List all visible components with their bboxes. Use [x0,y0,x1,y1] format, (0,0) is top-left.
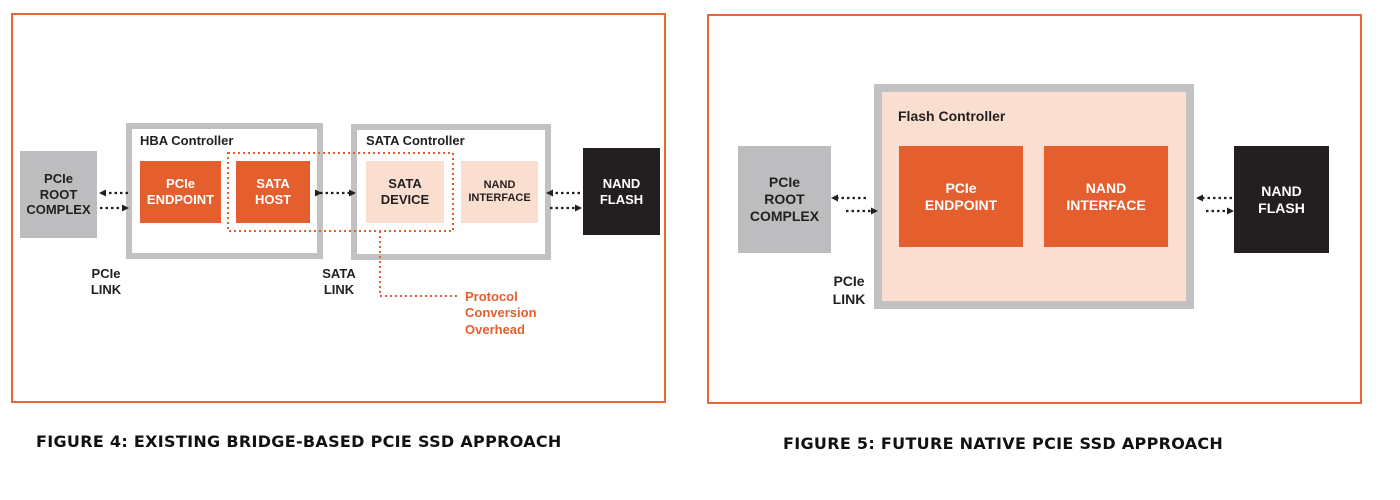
fig5-nand-flash-block [1234,146,1329,253]
fig4-pcie-endpoint-block [140,161,221,223]
fig4-nand-flash-label: NAND FLASH [599,175,644,207]
figure5-caption: FIGURE 5: FUTURE NATIVE PCIE SSD APPROAC… [783,434,1224,453]
fig4-nand-interface-label: NAND INTERFACE [468,178,531,204]
fig4-sata-host-label: SATA HOST [254,176,292,207]
fig5-nand-flash-label: NAND FLASH [1258,182,1305,216]
fig5-pcie-root-complex-label: PCIe ROOT COMPLEX [749,174,820,224]
fig4-nand-interface-block [461,161,538,223]
fig5-pcie-link-label: PCIe LINK [832,273,866,307]
fig5-flash-controller-title: Flash Controller [898,108,1006,124]
fig4-pcie-link-label: PCIe LINK [90,266,122,298]
fig4-pcie-endpoint-label: PCIe ENDPOINT [146,176,215,207]
fig4-protocol-overhead-label: Protocol Conversion Overhead [465,289,537,337]
fig4-pcie-root-complex-label: PCIe ROOT COMPLEX [26,171,91,218]
figure5-panel [707,14,1362,404]
fig5-pcie-root-complex-block [738,146,831,253]
fig5-nand-interface-block [1044,146,1168,247]
fig5-pcie-endpoint-block [899,146,1023,247]
fig4-sata-device-label: SATA DEVICE [380,176,430,207]
protocol-overhead-highlight [227,152,454,232]
fig5-pcie-endpoint-label: PCIe ENDPOINT [924,179,998,213]
fig4-sata-controller-title: SATA Controller [366,133,465,148]
fig4-sata-host-block [236,161,310,223]
fig4-sata-link-label: SATA LINK [322,266,356,298]
fig4-hba-controller-title: HBA Controller [140,133,234,148]
protocol-overhead-leader [379,231,460,297]
fig4-nand-flash-block [583,148,660,235]
figure4-caption: FIGURE 4: EXISTING BRIDGE-BASED PCIE SSD… [36,432,562,451]
fig4-pcie-root-complex-block [20,151,97,238]
figure4-panel [11,13,666,403]
fig5-nand-interface-label: NAND INTERFACE [1066,179,1146,213]
fig4-sata-device-block [366,161,444,223]
